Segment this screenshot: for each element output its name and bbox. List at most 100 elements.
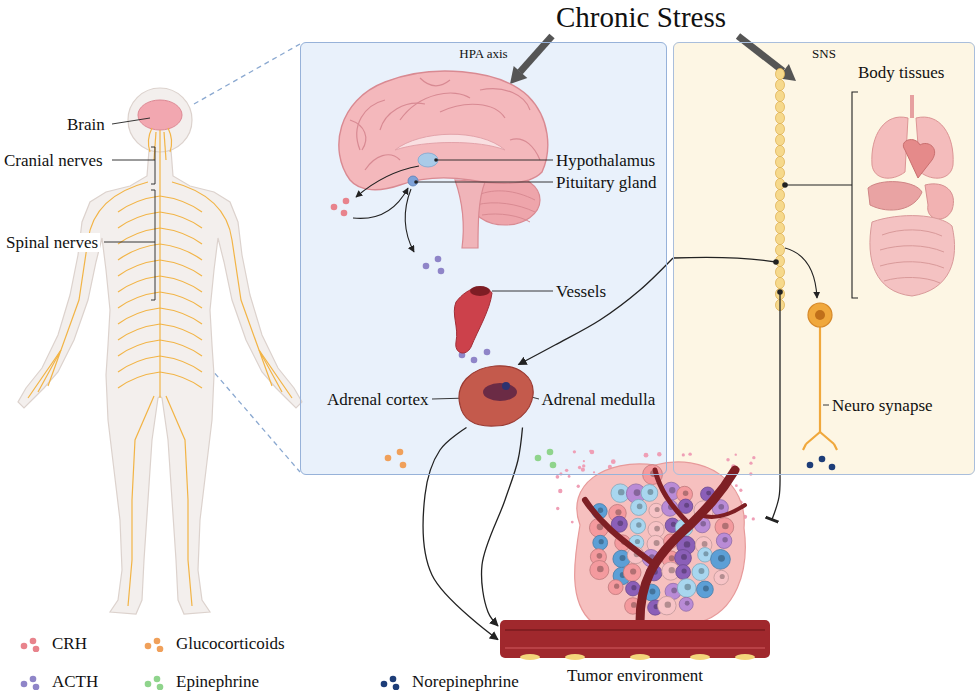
tumor-illustration xyxy=(690,654,710,660)
leader-line xyxy=(104,118,155,300)
nerve-line xyxy=(28,182,148,398)
brain-illustration xyxy=(350,78,540,170)
nerve-line xyxy=(118,308,202,324)
tumor-cell xyxy=(631,585,636,590)
tumor-environment: Tumor environment xyxy=(498,450,772,690)
tumor-cell xyxy=(711,549,731,569)
tumor-cell xyxy=(698,568,704,574)
nerve-line xyxy=(159,130,160,398)
tumor-cell xyxy=(678,499,692,513)
organs-illustration xyxy=(872,117,908,178)
region-label: Tumor environment xyxy=(567,666,703,685)
brain-illustration xyxy=(408,176,418,186)
acth-dots xyxy=(423,263,430,270)
tumor-cell xyxy=(590,560,609,579)
tumor-cell xyxy=(716,533,731,548)
sympathetic-chain xyxy=(777,289,783,295)
brain-illustration xyxy=(510,139,540,160)
nerve-line xyxy=(128,396,154,606)
leader-dot xyxy=(434,158,438,162)
leader-line xyxy=(416,160,553,399)
organs-illustration xyxy=(868,182,922,210)
tumor-particle xyxy=(556,507,559,510)
adrenal-gland-drawing xyxy=(459,366,533,426)
acth-dots xyxy=(484,349,491,356)
acth-dots xyxy=(435,256,442,263)
leader-line xyxy=(492,291,553,292)
organs-illustration xyxy=(910,95,914,118)
tumor-cell xyxy=(676,565,691,580)
text-slot: Adrenal cortex xyxy=(327,390,428,410)
blood-vessel xyxy=(454,286,492,353)
tumor-particle xyxy=(611,459,616,464)
tumor-cell xyxy=(676,565,691,580)
panel-fill xyxy=(300,42,975,475)
neuron-drawing xyxy=(803,303,837,450)
tumor-particle xyxy=(558,489,562,493)
tumor-cell xyxy=(669,555,675,561)
sympathetic-chain xyxy=(673,68,858,475)
tumor-cell xyxy=(608,580,623,595)
brain-illustration xyxy=(476,203,535,212)
acth-dots xyxy=(438,268,445,275)
tumor-cell xyxy=(597,566,604,573)
text-slot: Spinal nerves xyxy=(4,233,100,253)
legend-swatch xyxy=(378,674,408,690)
text-slot: Adrenal medulla xyxy=(542,390,656,410)
part-label: Neuro synapse xyxy=(832,396,933,415)
tumor-cell xyxy=(700,521,706,527)
text-slot: Epinephrine xyxy=(176,672,259,692)
chain-bead xyxy=(776,90,785,101)
release-arrow xyxy=(353,188,408,218)
legend-swatch xyxy=(18,636,48,652)
tumor-particle xyxy=(556,475,560,479)
nerve-line xyxy=(118,372,202,388)
leader-line xyxy=(112,118,150,124)
legend-dot xyxy=(393,684,400,690)
tumor-cell xyxy=(698,548,713,563)
sympathetic-chain xyxy=(852,92,858,298)
brain-illustration xyxy=(339,71,548,248)
glucocorticoid-dots xyxy=(397,449,404,456)
part-label: Adrenal cortex xyxy=(327,390,428,409)
legend-swatch xyxy=(142,636,172,652)
nerve-line xyxy=(148,128,152,152)
leader-dot xyxy=(414,180,418,184)
legend-dot xyxy=(390,676,397,683)
nerve-line xyxy=(38,350,61,392)
panel-heading: HPA axis xyxy=(459,46,507,61)
tumor-cell xyxy=(697,581,714,598)
part-label: Body tissues xyxy=(858,63,944,82)
tumor-cell xyxy=(669,567,675,573)
sympathetic-chain xyxy=(779,292,780,475)
tumor-illustration xyxy=(520,654,755,660)
nerve-line xyxy=(118,196,202,388)
tumor-cell xyxy=(630,518,645,533)
legend-dot xyxy=(145,681,152,688)
acth-dots xyxy=(471,357,478,364)
glucocorticoid-dots xyxy=(385,455,392,462)
tumor-cell xyxy=(692,564,709,581)
tumor-particle xyxy=(752,456,755,459)
brain-illustration xyxy=(482,214,530,222)
tumor-particle xyxy=(735,453,737,455)
tumor-cell xyxy=(631,499,647,515)
tumor-cell xyxy=(641,485,658,502)
chain-bead xyxy=(776,134,785,145)
tumor-cell xyxy=(665,601,671,607)
panel-heading: SNS xyxy=(812,46,836,61)
chain-bead xyxy=(776,211,785,222)
brain-illustration xyxy=(400,93,470,120)
tumor-cell xyxy=(598,508,603,513)
organs-illustration xyxy=(870,216,955,296)
nerve-line xyxy=(118,276,202,292)
tumor-illustration xyxy=(655,470,690,525)
adrenal-gland-drawing xyxy=(459,366,533,426)
organs-illustration xyxy=(925,184,953,219)
chain-bead xyxy=(776,266,785,277)
tumor-cell xyxy=(677,579,696,598)
text-slot: Brain xyxy=(67,115,105,135)
leader-line xyxy=(112,160,155,161)
